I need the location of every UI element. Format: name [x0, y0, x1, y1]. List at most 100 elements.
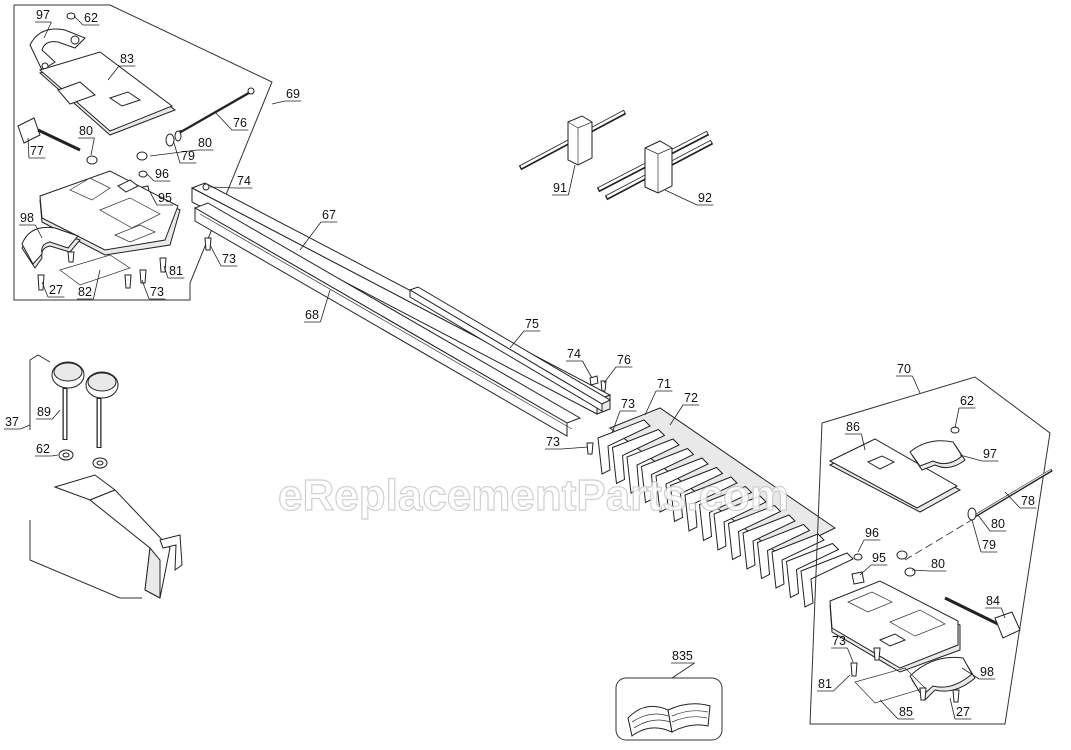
blade-tooth — [597, 419, 651, 475]
part-80-nuts-right — [896, 550, 916, 577]
callout-number: 96 — [865, 526, 879, 540]
callout-number: 72 — [684, 391, 698, 405]
callout-number: 95 — [158, 191, 172, 205]
part-97-clamp-right — [909, 440, 966, 471]
callout-79: 79 — [971, 519, 998, 553]
callout-number: 78 — [1021, 494, 1035, 508]
callout-leader — [146, 173, 155, 182]
part-98-clamp-right — [909, 656, 976, 701]
part-89-knob-b — [85, 371, 119, 448]
callout-leader — [833, 674, 851, 692]
callout-77: 77 — [27, 137, 46, 159]
callout-97: 97 — [959, 447, 999, 462]
callout-number: 73 — [546, 435, 560, 449]
callout-number: 85 — [899, 705, 913, 719]
callout-leader — [847, 647, 854, 663]
callout-leader — [209, 186, 237, 189]
callout-number: 73 — [832, 634, 846, 648]
callout-number: 81 — [818, 677, 832, 691]
callout-80: 80 — [149, 136, 214, 157]
callout-80: 80 — [977, 514, 1007, 532]
callout-76: 76 — [214, 111, 249, 131]
callout-leader — [73, 15, 84, 26]
part-835-manual-book — [627, 703, 711, 737]
callout-72: 72 — [669, 391, 700, 426]
callout-73: 73 — [141, 279, 166, 300]
callout-leader — [669, 404, 684, 426]
callout-leader — [173, 142, 181, 164]
callout-number: 91 — [553, 181, 567, 195]
callout-leader — [209, 244, 222, 267]
blade-tooth — [785, 542, 840, 599]
callout-67: 67 — [299, 208, 338, 251]
callout-number: 80 — [79, 124, 93, 138]
part-96-nut-right — [853, 553, 863, 561]
callout-81: 81 — [163, 264, 185, 279]
callout-62: 62 — [35, 442, 59, 457]
callout-number: 27 — [956, 705, 970, 719]
callout-76: 76 — [603, 353, 633, 384]
part-68-rail — [193, 202, 582, 437]
callout-81: 81 — [817, 674, 851, 692]
part-91-tool — [518, 109, 627, 171]
callout-leader — [568, 164, 576, 196]
callout-96: 96 — [146, 167, 171, 182]
part-71-blade — [597, 407, 854, 608]
blade-tooth — [640, 447, 695, 504]
part-80-nut-a — [86, 151, 148, 165]
callout-27: 27 — [949, 697, 972, 720]
part-housing-right — [829, 580, 961, 673]
part-95-clip-right — [851, 571, 865, 585]
callout-leader — [299, 221, 322, 251]
callout-number: 96 — [155, 167, 169, 181]
callout-number: 81 — [169, 264, 183, 278]
callout-leader — [41, 281, 49, 298]
blade-tooth — [800, 552, 854, 608]
callout-leader — [911, 569, 931, 572]
part-67-rail — [190, 182, 612, 415]
callout-leader — [561, 446, 589, 450]
callout-70: 70 — [896, 362, 921, 394]
blade-tooth — [756, 523, 811, 580]
callout-leader — [959, 454, 983, 462]
blade-tooth — [655, 457, 709, 513]
watermark-text: eReplacementParts.com — [278, 471, 789, 520]
callout-number: 62 — [960, 394, 974, 408]
callout-leader — [90, 137, 95, 156]
callout-leader — [149, 191, 158, 206]
callout-84: 84 — [985, 594, 1006, 619]
part-79-washer-right — [967, 507, 977, 521]
callout-83: 83 — [107, 52, 136, 81]
callout-number: 73 — [222, 252, 236, 266]
callout-number: 68 — [305, 308, 319, 322]
part-73-screw-rail — [204, 237, 594, 455]
callout-leader — [954, 407, 960, 429]
callout-85: 85 — [879, 699, 915, 720]
part-74-screw-rail — [202, 183, 599, 386]
callout-number: 82 — [78, 285, 92, 299]
part-835-manual-outline — [615, 677, 723, 741]
callout-number: 74 — [567, 347, 581, 361]
callout-71: 71 — [644, 377, 673, 416]
callout-835: 835 — [671, 649, 695, 679]
callout-95: 95 — [149, 191, 174, 206]
part-73-screw-a — [124, 257, 167, 289]
callout-80: 80 — [78, 124, 95, 156]
part-96-nut — [138, 170, 148, 178]
callout-leader — [912, 375, 921, 394]
blade-tooth — [698, 485, 753, 542]
callout-number: 79 — [181, 149, 195, 163]
blade-tooth — [742, 514, 796, 570]
callout-leader — [949, 697, 956, 720]
callout-leader — [671, 662, 695, 679]
blade-tooth — [684, 476, 738, 532]
callout-96: 96 — [857, 526, 881, 553]
callout-74: 74 — [209, 174, 253, 189]
callout-leader — [879, 699, 899, 720]
callout-leader — [107, 65, 120, 81]
callout-82: 82 — [77, 269, 101, 300]
callout-number: 69 — [286, 87, 300, 101]
part-92-tool — [596, 130, 714, 201]
callout-62: 62 — [73, 11, 100, 26]
